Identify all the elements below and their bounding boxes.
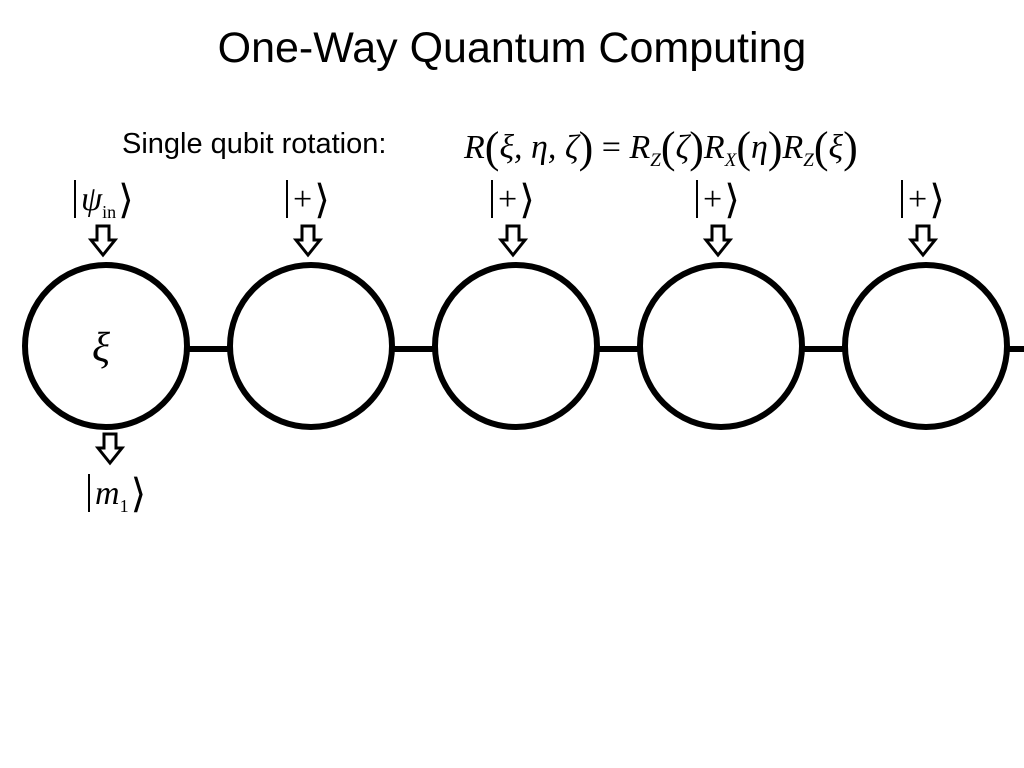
input-ket-symbol: + <box>908 181 928 218</box>
input-ket-0: ψin⟩ <box>74 176 134 223</box>
rotation-label: Single qubit rotation: <box>122 128 387 160</box>
input-arrow-3 <box>497 224 529 258</box>
qubit-node-4 <box>637 262 805 430</box>
input-arrow-1 <box>87 224 119 258</box>
qubit-node-2 <box>227 262 395 430</box>
input-arrow-4 <box>702 224 734 258</box>
output-ket: m1⟩ <box>88 470 146 517</box>
output-ket-symbol: m <box>95 475 120 512</box>
input-ket-sub: in <box>102 202 117 222</box>
formula-r1: R <box>629 129 651 166</box>
formula-args: ξ, η, ζ <box>499 129 579 166</box>
formula-r1-sub: Z <box>650 150 661 171</box>
formula-r3-sub: Z <box>803 150 814 171</box>
formula-r3-arg: ξ <box>828 129 844 166</box>
input-ket-symbol: + <box>293 181 313 218</box>
page-title: One-Way Quantum Computing <box>217 24 807 72</box>
qubit-node-1 <box>22 262 190 430</box>
input-arrow-2 <box>292 224 324 258</box>
input-ket-1: +⟩ <box>286 176 330 223</box>
node-1-angle: ξ <box>92 325 110 371</box>
formula-r2-arg: η <box>750 129 768 166</box>
formula-r3: R <box>782 129 804 166</box>
input-ket-2: +⟩ <box>491 176 535 223</box>
formula-lhs: R <box>464 129 485 166</box>
input-ket-3: +⟩ <box>696 176 740 223</box>
input-ket-symbol: ψ <box>81 181 103 218</box>
formula-r2: R <box>703 129 725 166</box>
input-ket-4: +⟩ <box>901 176 945 223</box>
measurement-arrow <box>94 432 126 466</box>
output-ket-sub: 1 <box>119 496 129 516</box>
qubit-node-3 <box>432 262 600 430</box>
input-arrow-5 <box>907 224 939 258</box>
formula-r2-sub: X <box>724 150 737 171</box>
formula-equals: = <box>601 129 621 166</box>
input-ket-symbol: + <box>498 181 518 218</box>
formula-r1-arg: ζ <box>675 129 690 166</box>
qubit-node-5 <box>842 262 1010 430</box>
input-ket-symbol: + <box>703 181 723 218</box>
rotation-formula: R(ξ, η, ζ) = RZ(ζ)RX(η)RZ(ξ) <box>464 123 858 172</box>
